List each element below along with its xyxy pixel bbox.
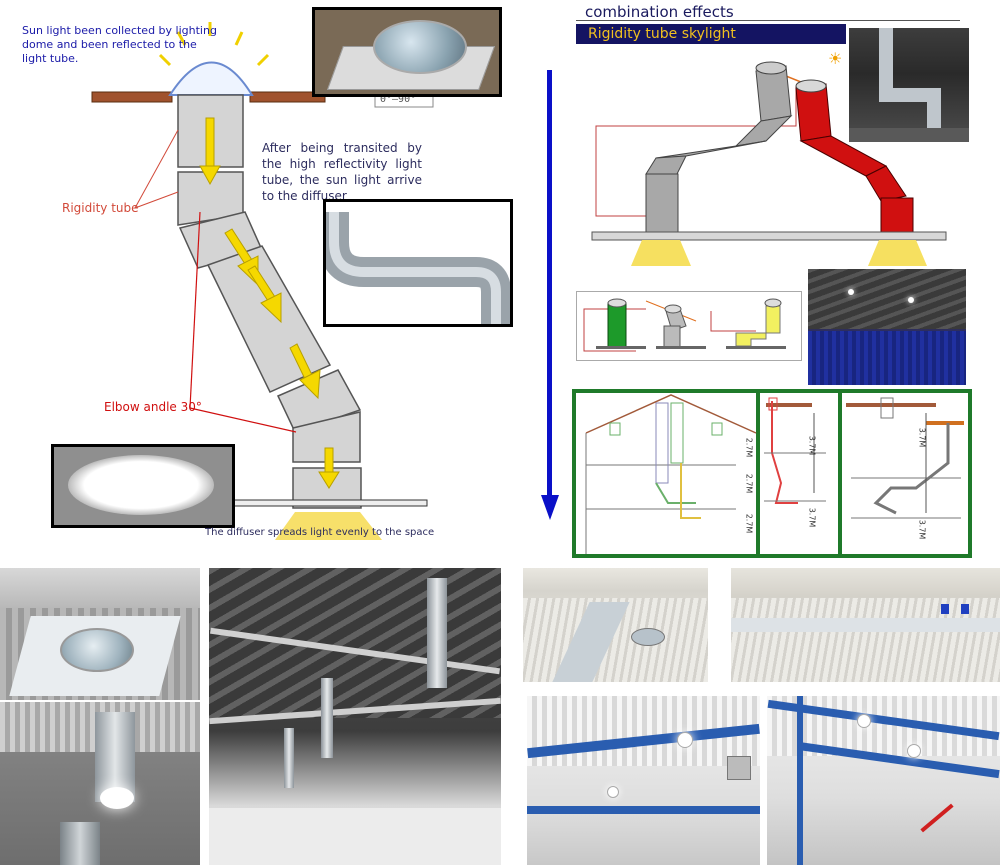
- dome-photo: [312, 7, 502, 97]
- interior-photo-1: [527, 696, 760, 865]
- banner: Rigidity tube skylight: [576, 24, 846, 44]
- height-label: 3.7M: [917, 427, 927, 448]
- interior-photo-2: [767, 696, 1000, 865]
- section-heading: combination effects: [585, 3, 734, 21]
- transit-caption: After being transited by the high reflec…: [262, 141, 422, 203]
- elbow-photo: [319, 199, 513, 327]
- blue-down-arrow-icon: [541, 70, 559, 520]
- building-sections-frame: 2.7M 2.7M 2.7M 3.7M 3.7M 3.7M 3.7M: [572, 389, 972, 558]
- height-label: 2.7M: [744, 437, 754, 458]
- ceiling-line: [231, 499, 428, 507]
- roof-photo-2: [731, 568, 1000, 682]
- sun-rays: [158, 22, 270, 67]
- banner-text: Rigidity tube skylight: [588, 26, 736, 42]
- tube-options-diagram: [576, 291, 802, 361]
- height-label: 2.7M: [744, 513, 754, 534]
- rigidity-label: Rigidity tube: [62, 201, 139, 215]
- tube-install-photo: [849, 28, 969, 142]
- lighting-dome: [168, 61, 254, 96]
- yellow-arrow-icon: [247, 265, 282, 324]
- yellow-arrow-icon: [289, 343, 321, 400]
- combination-diagram: [591, 61, 947, 266]
- roof-photo-1: [523, 568, 708, 682]
- warehouse-photo: [808, 269, 966, 385]
- roof-dome-photo: [0, 568, 200, 700]
- interior-tube-photo: [0, 702, 200, 865]
- height-label: 3.7M: [917, 519, 927, 540]
- diffuser-light: [275, 512, 382, 540]
- elbow-label: Elbow andle 30°: [104, 400, 202, 414]
- sun-icon: ☀: [828, 51, 843, 68]
- height-label: 2.7M: [744, 473, 754, 494]
- diffuser-caption: The diffuser spreads light evenly to the…: [205, 527, 435, 538]
- heading-rule: [576, 20, 960, 21]
- yellow-arrow-icon: [199, 117, 221, 186]
- tube-segment: [292, 411, 361, 463]
- light-tube-diagram: [91, 22, 434, 540]
- roof-slab: [249, 91, 326, 103]
- dome-caption: Sun light been collected by lighting dom…: [22, 24, 217, 65]
- height-label: 3.7M: [807, 435, 817, 456]
- tube-segment: [206, 245, 332, 393]
- diffuser-photo: [51, 444, 235, 528]
- warehouse-trusses-photo: [209, 568, 501, 865]
- height-label: 3.7M: [807, 507, 817, 528]
- yellow-arrow-icon: [318, 447, 340, 489]
- angle-label: 0°—90°: [380, 94, 417, 105]
- roof-slab: [91, 91, 173, 103]
